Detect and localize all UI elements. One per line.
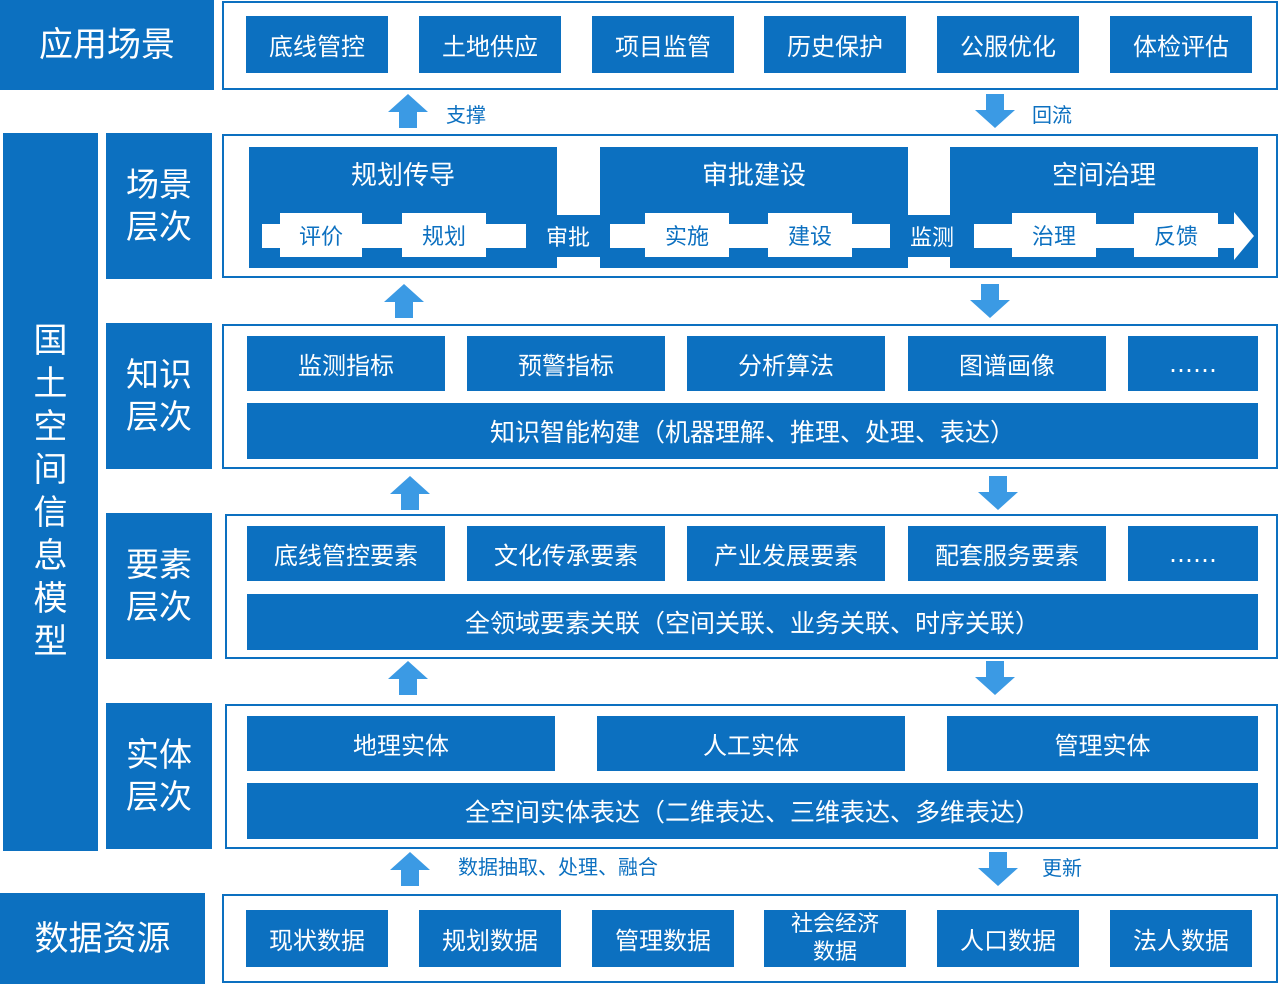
entity-title-line: 层次 xyxy=(126,777,192,816)
up-arrow-icon xyxy=(384,284,424,318)
element-item-more: …… xyxy=(1128,526,1258,581)
entity-layer-title: 实体 层次 xyxy=(106,703,212,849)
down-arrow-icon xyxy=(975,661,1015,695)
knowledge-item-graph-portrait: 图谱画像 xyxy=(908,336,1106,391)
element-item-service: 配套服务要素 xyxy=(908,526,1106,581)
step-evaluate: 评价 xyxy=(280,213,362,257)
data-item-line: 社会经济 xyxy=(790,911,879,937)
knowledge-title-line: 层次 xyxy=(126,397,192,436)
app-layer-title: 应用场景 xyxy=(0,0,214,90)
element-title-line: 层次 xyxy=(126,587,192,626)
stage-title: 审批建设 xyxy=(701,161,806,191)
model-title-char: 模 xyxy=(33,579,68,619)
update-label: 更新 xyxy=(1042,856,1082,880)
element-layer-title: 要素 层次 xyxy=(106,513,212,659)
up-arrow-icon xyxy=(388,94,428,128)
step-approve: 审批 xyxy=(526,215,610,257)
data-layer-frame xyxy=(222,894,1278,983)
entity-title-line: 实体 xyxy=(126,735,192,774)
data-item-management: 管理数据 xyxy=(592,910,734,967)
element-item-bottomline: 底线管控要素 xyxy=(247,526,445,581)
entity-item-geographic: 地理实体 xyxy=(247,716,555,771)
support-label: 支撑 xyxy=(446,103,486,127)
step-govern: 治理 xyxy=(1012,213,1096,257)
step-plan: 规划 xyxy=(402,213,486,257)
step-implement: 实施 xyxy=(645,213,729,257)
knowledge-item-monitoring-index: 监测指标 xyxy=(247,336,445,391)
model-title-char: 信 xyxy=(33,493,68,533)
app-item-assessment: 体检评估 xyxy=(1110,16,1252,73)
down-arrow-icon xyxy=(978,476,1018,510)
data-item-population: 人口数据 xyxy=(937,910,1079,967)
backflow-label: 回流 xyxy=(1032,103,1072,127)
entity-item-management: 管理实体 xyxy=(947,716,1258,771)
app-item-bottomline: 底线管控 xyxy=(246,16,388,73)
app-item-project-supervision: 项目监管 xyxy=(592,16,734,73)
app-item-history-protection: 历史保护 xyxy=(764,16,906,73)
knowledge-item-more: …… xyxy=(1128,336,1258,391)
stage-title: 空间治理 xyxy=(1051,161,1156,191)
data-item-planning: 规划数据 xyxy=(419,910,561,967)
scene-title-line: 场景 xyxy=(126,165,192,204)
knowledge-title-line: 知识 xyxy=(126,355,192,394)
model-title-char: 息 xyxy=(33,536,68,576)
data-item-current: 现状数据 xyxy=(246,910,388,967)
step-monitor: 监测 xyxy=(890,215,974,257)
data-item-line: 数据 xyxy=(812,939,857,965)
down-arrow-icon xyxy=(970,284,1010,318)
element-bar: 全领域要素关联（空间关联、业务关联、时序关联） xyxy=(247,594,1258,650)
model-title-char: 间 xyxy=(33,450,68,490)
down-arrow-icon xyxy=(978,852,1018,886)
data-extract-label: 数据抽取、处理、融合 xyxy=(458,855,658,879)
knowledge-item-analysis-algorithm: 分析算法 xyxy=(687,336,885,391)
element-item-industry: 产业发展要素 xyxy=(687,526,885,581)
up-arrow-icon xyxy=(388,661,428,695)
model-title-char: 土 xyxy=(33,364,68,404)
up-arrow-icon xyxy=(390,852,430,886)
knowledge-item-warning-index: 预警指标 xyxy=(467,336,665,391)
step-feedback: 反馈 xyxy=(1134,213,1218,257)
app-item-land-supply: 土地供应 xyxy=(419,16,561,73)
knowledge-layer-title: 知识 层次 xyxy=(106,323,212,469)
process-flow-arrow xyxy=(262,212,1254,260)
data-item-socioeconomic: 社会经济 数据 xyxy=(764,910,906,967)
up-arrow-icon xyxy=(390,476,430,510)
app-layer-frame xyxy=(222,1,1278,90)
scene-layer-title: 场景 层次 xyxy=(106,133,212,279)
element-title-line: 要素 xyxy=(126,545,192,584)
model-title-char: 型 xyxy=(33,622,68,662)
data-layer-title: 数据资源 xyxy=(0,893,205,984)
stage-title: 规划传导 xyxy=(350,161,455,191)
model-title-char: 空 xyxy=(33,407,68,447)
step-build: 建设 xyxy=(768,213,852,257)
scene-title-line: 层次 xyxy=(126,207,192,246)
knowledge-bar: 知识智能构建（机器理解、推理、处理、表达） xyxy=(247,403,1258,459)
app-item-public-service: 公服优化 xyxy=(937,16,1079,73)
entity-item-artificial: 人工实体 xyxy=(597,716,905,771)
down-arrow-icon xyxy=(975,94,1015,128)
data-item-legal-entity: 法人数据 xyxy=(1110,910,1252,967)
element-item-culture: 文化传承要素 xyxy=(467,526,665,581)
entity-bar: 全空间实体表达（二维表达、三维表达、多维表达） xyxy=(247,783,1258,839)
model-title-char: 国 xyxy=(33,321,68,361)
model-title: 国 土 空 间 信 息 模 型 xyxy=(3,133,98,851)
